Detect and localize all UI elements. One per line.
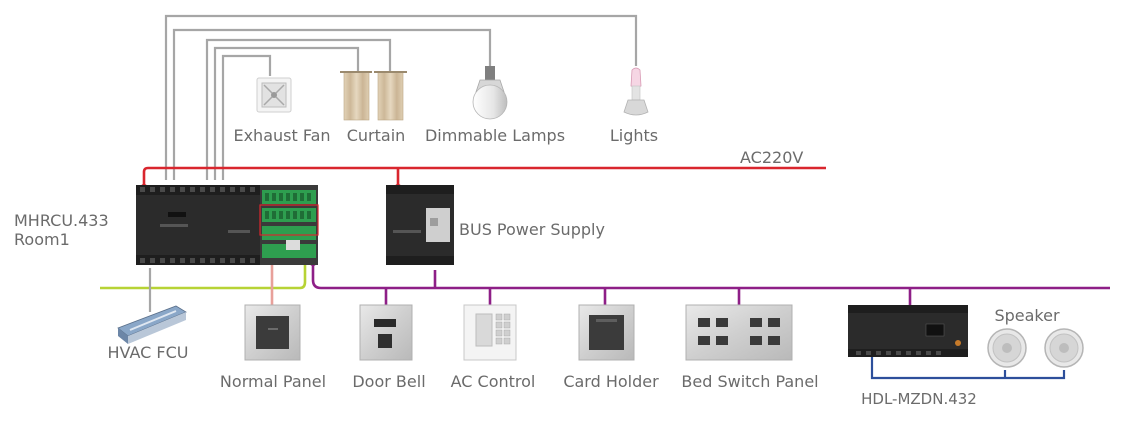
card-holder-label: Card Holder bbox=[563, 372, 659, 391]
exhaust-fan-label: Exhaust Fan bbox=[233, 126, 331, 145]
bus-power-supply-label: BUS Power Supply bbox=[459, 220, 605, 239]
ac220v-label: AC220V bbox=[740, 148, 804, 167]
fan-coil-unit-icon bbox=[117, 305, 187, 344]
load-wires bbox=[164, 14, 638, 180]
hvac-line bbox=[100, 262, 307, 290]
normal-panel-icon bbox=[244, 304, 301, 361]
mhrcu-terminal-block bbox=[259, 185, 319, 265]
bulb-icon bbox=[472, 66, 508, 120]
card-holder-icon bbox=[578, 304, 635, 361]
bus-power-supply-module bbox=[386, 185, 454, 265]
speaker-label: Speaker bbox=[994, 306, 1060, 325]
door-bell-icon bbox=[359, 304, 413, 361]
curtain-label: Curtain bbox=[346, 126, 406, 145]
dimmable-lamps-label: Dimmable Lamps bbox=[424, 126, 566, 145]
normal-panel-label: Normal Panel bbox=[219, 372, 327, 391]
door-bell-label: Door Bell bbox=[352, 372, 426, 391]
hdl-mzdn-module bbox=[848, 305, 968, 357]
mhrcu-module bbox=[136, 185, 260, 265]
ac-control-label: AC Control bbox=[450, 372, 536, 391]
bus-line bbox=[311, 262, 1110, 305]
ceiling-speaker-icon bbox=[1044, 328, 1084, 368]
pendant-light-icon bbox=[623, 67, 649, 116]
exhaust-fan-icon bbox=[256, 77, 292, 113]
mhrcu-room-label: Room1 bbox=[14, 230, 70, 249]
hvac-fcu-label: HVAC FCU bbox=[107, 343, 189, 362]
curtain-icon bbox=[340, 71, 407, 121]
lights-label: Lights bbox=[609, 126, 659, 145]
hdl-mzdn-label: HDL-MZDN.432 bbox=[861, 390, 977, 408]
bed-switch-panel-icon bbox=[685, 304, 793, 361]
ac-control-icon bbox=[463, 304, 517, 361]
bed-switch-panel-label: Bed Switch Panel bbox=[681, 372, 819, 391]
ceiling-speaker-icon bbox=[987, 328, 1027, 368]
audio-line bbox=[870, 356, 1066, 380]
mhrcu-model-label: MHRCU.433 bbox=[14, 211, 109, 230]
